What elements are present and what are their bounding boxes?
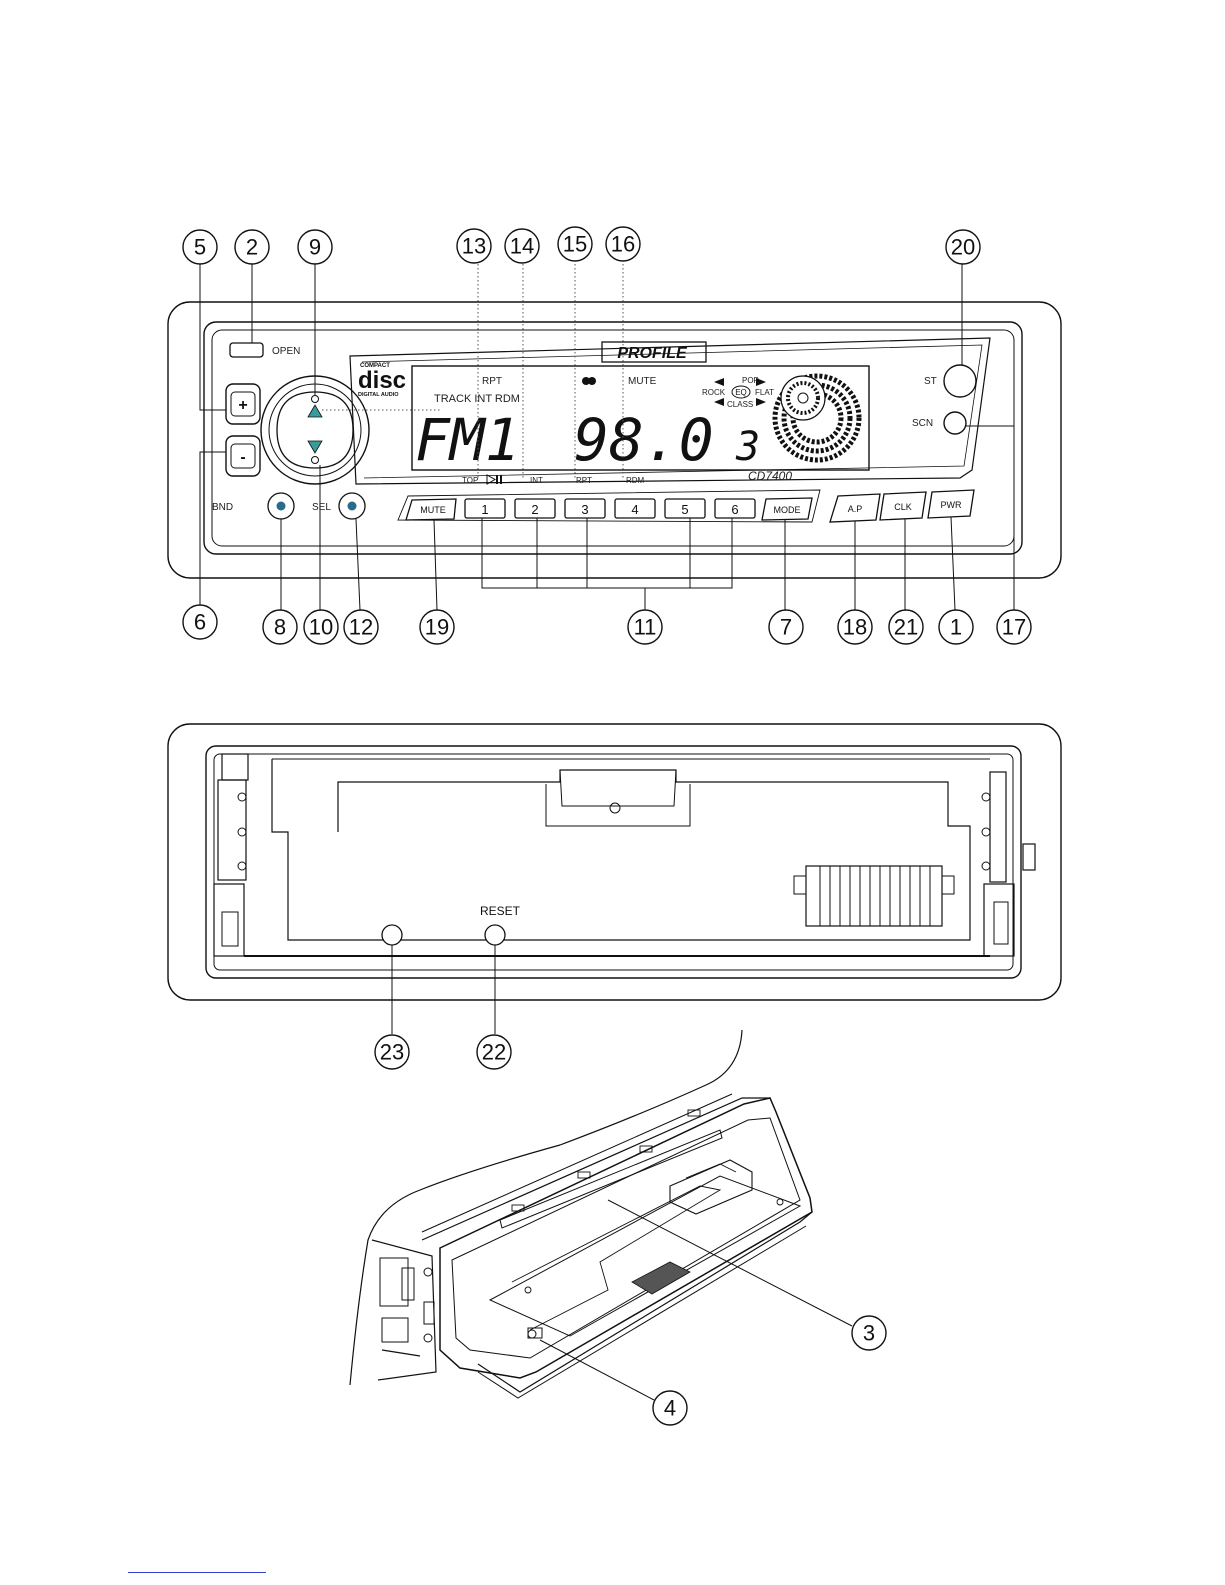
mute-button-label: MUTE — [420, 505, 446, 515]
rear-panel-outer-frame — [168, 724, 1061, 1000]
sel-label: SEL — [312, 502, 331, 513]
callout-8: 8 — [274, 615, 286, 640]
preset-3-label: 3 — [581, 502, 588, 517]
preset-2-label: 2 — [531, 502, 538, 517]
preset-4-label: 4 — [631, 502, 638, 517]
clk-button-label: CLK — [894, 502, 912, 512]
callout-18: 18 — [843, 615, 867, 640]
reset-label: RESET — [480, 904, 521, 918]
callout-22: 22 — [482, 1040, 506, 1065]
rear-panel-inner-frame — [214, 754, 1013, 970]
rear-plate — [272, 759, 970, 940]
display-mute: MUTE — [628, 376, 657, 387]
rear-screw-hole — [610, 803, 620, 813]
rear-panel — [168, 724, 1061, 1000]
rear-connector-pins — [820, 866, 930, 926]
callout-13: 13 — [462, 234, 486, 259]
pwr-button-label: PWR — [941, 500, 962, 510]
st-label: ST — [924, 376, 937, 387]
play-pause-bar-2 — [500, 475, 502, 484]
bnd-button-dot — [277, 502, 286, 511]
sub-label-int: INT — [530, 476, 543, 485]
perspective-unit — [350, 1030, 812, 1398]
rear-hole-23 — [382, 925, 402, 945]
stereo-icon — [582, 377, 596, 385]
footer-link-underline[interactable] — [128, 1572, 266, 1573]
eq-center: EQ — [735, 388, 747, 397]
scn-button[interactable] — [944, 412, 966, 434]
disc-logo-bottom: DIGITAL AUDIO — [358, 392, 399, 398]
callout-11: 11 — [634, 615, 657, 640]
st-button[interactable] — [944, 365, 976, 397]
eq-arrow-right2-icon — [756, 398, 766, 406]
callout-7: 7 — [780, 615, 792, 640]
display-band: FM1 — [415, 406, 520, 474]
callout-4: 4 — [664, 1396, 676, 1421]
seek-down-arrow-icon[interactable] — [308, 441, 322, 453]
reset-button[interactable] — [485, 925, 505, 945]
callout-23: 23 — [380, 1040, 404, 1065]
sel-button-dot — [348, 502, 357, 511]
eq-arrow-right-icon — [756, 378, 766, 386]
rear-panel-frame — [206, 746, 1021, 978]
faceplate-frame — [440, 1098, 812, 1378]
callout-15: 15 — [563, 232, 587, 257]
eq-class: CLASS — [727, 400, 753, 409]
preset-6-label: 6 — [731, 502, 738, 517]
disc-logo: disc — [358, 367, 406, 394]
callout-6: 6 — [194, 610, 206, 635]
callout-1: 1 — [950, 615, 962, 640]
callout-5: 5 — [194, 235, 206, 260]
seek-up-arrow-icon[interactable] — [308, 405, 322, 417]
callout-20: 20 — [951, 235, 975, 260]
display-track-int-rdm: TRACK INT RDM — [434, 393, 520, 405]
disc-animation-icon — [775, 376, 859, 460]
callout-12: 12 — [349, 615, 373, 640]
open-button[interactable] — [230, 343, 263, 357]
sub-label-rdm: RDM — [626, 476, 645, 485]
callout-3: 3 — [863, 1321, 875, 1346]
callout-10: 10 — [309, 615, 333, 640]
callout-17: 17 — [1002, 615, 1026, 640]
scn-label: SCN — [912, 418, 933, 429]
eq-arrow-left-icon — [714, 378, 724, 386]
callout-19: 19 — [425, 615, 449, 640]
callout-21: 21 — [894, 615, 918, 640]
brand-logo: PROFILE — [617, 345, 688, 362]
sub-label-rpt: RPT — [576, 476, 592, 485]
play-pause-bar-1 — [496, 475, 498, 484]
display-rpt: RPT — [482, 376, 502, 387]
eq-arrow-left2-icon — [714, 398, 724, 406]
eq-rock: ROCK — [702, 388, 726, 397]
eq-flat: FLAT — [755, 388, 774, 397]
preset-1-label: 1 — [481, 502, 488, 517]
callout-9: 9 — [309, 235, 321, 260]
display-frequency: 98.0 — [574, 406, 714, 474]
volume-down-label: - — [240, 449, 245, 466]
bnd-label: BND — [212, 502, 233, 513]
rear-connector — [806, 866, 942, 926]
mode-button-label: MODE — [774, 505, 801, 515]
ap-button-label: A.P — [848, 504, 863, 514]
sub-label-top: TOP — [462, 476, 478, 485]
open-label: OPEN — [272, 346, 300, 357]
volume-up-label: + — [238, 397, 247, 414]
model-label: CD7400 — [748, 469, 792, 483]
preset-5-label: 5 — [681, 502, 688, 517]
callout-2: 2 — [246, 235, 258, 260]
callout-14: 14 — [510, 234, 534, 259]
rear-plate-notch — [546, 784, 690, 826]
display-preset: 3 — [735, 424, 760, 470]
callout-16: 16 — [611, 232, 635, 257]
leader-3 — [608, 1200, 852, 1326]
rear-plate-tab — [560, 770, 676, 806]
button-strip — [398, 490, 820, 522]
